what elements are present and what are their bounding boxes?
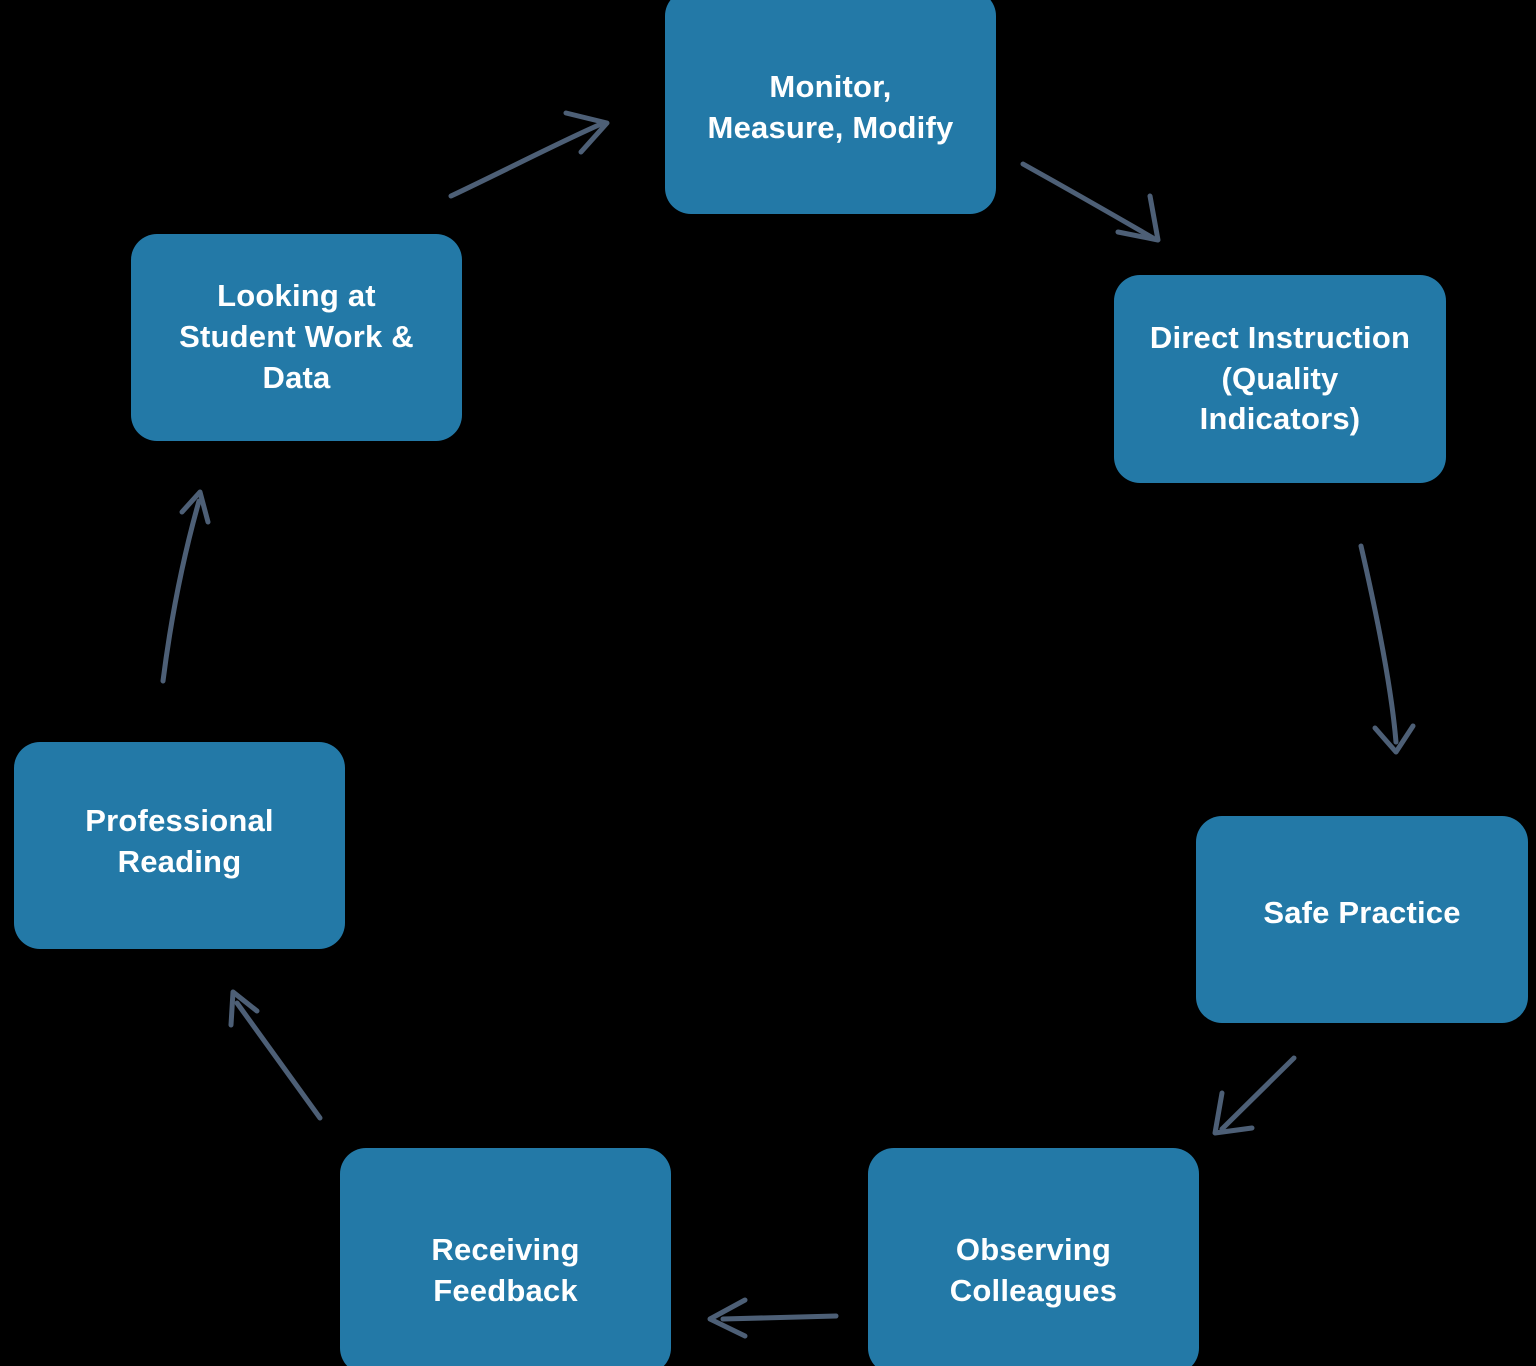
node-receiving-feedback[interactable]: Receiving Feedback — [340, 1148, 671, 1366]
node-observing-colleagues[interactable]: Observing Colleagues — [868, 1148, 1199, 1366]
arrow-feedback-to-reading — [228, 989, 323, 1121]
node-monitor-measure-modify[interactable]: Monitor, Measure, Modify — [665, 0, 996, 214]
node-direct-instruction[interactable]: Direct Instruction (Quality Indicators) — [1114, 275, 1446, 483]
node-professional-reading[interactable]: Professional Reading — [14, 742, 345, 949]
node-label: Monitor, Measure, Modify — [707, 69, 954, 145]
node-label: Professional Reading — [85, 802, 274, 879]
arrow-monitor-to-direct — [1020, 161, 1161, 243]
node-label: Receiving Feedback — [431, 1232, 580, 1308]
arrow-direct-to-safe — [1358, 543, 1416, 755]
node-label: Safe Practice — [1263, 895, 1461, 931]
node-looking-at-student-work-and-data[interactable]: Looking at Student Work & Data — [131, 234, 462, 441]
arrow-safe-to-observing — [1212, 1055, 1297, 1136]
node-label: Observing Colleagues — [949, 1232, 1118, 1308]
node-safe-practice[interactable]: Safe Practice — [1196, 816, 1528, 1023]
node-label: Looking at Student Work & Data — [179, 278, 414, 395]
node-label: Direct Instruction (Quality Indicators) — [1149, 319, 1411, 437]
arrow-student-work-to-monitor — [448, 110, 610, 199]
arrow-observing-to-feedback — [707, 1297, 839, 1339]
arrow-reading-to-student-work — [160, 489, 211, 684]
